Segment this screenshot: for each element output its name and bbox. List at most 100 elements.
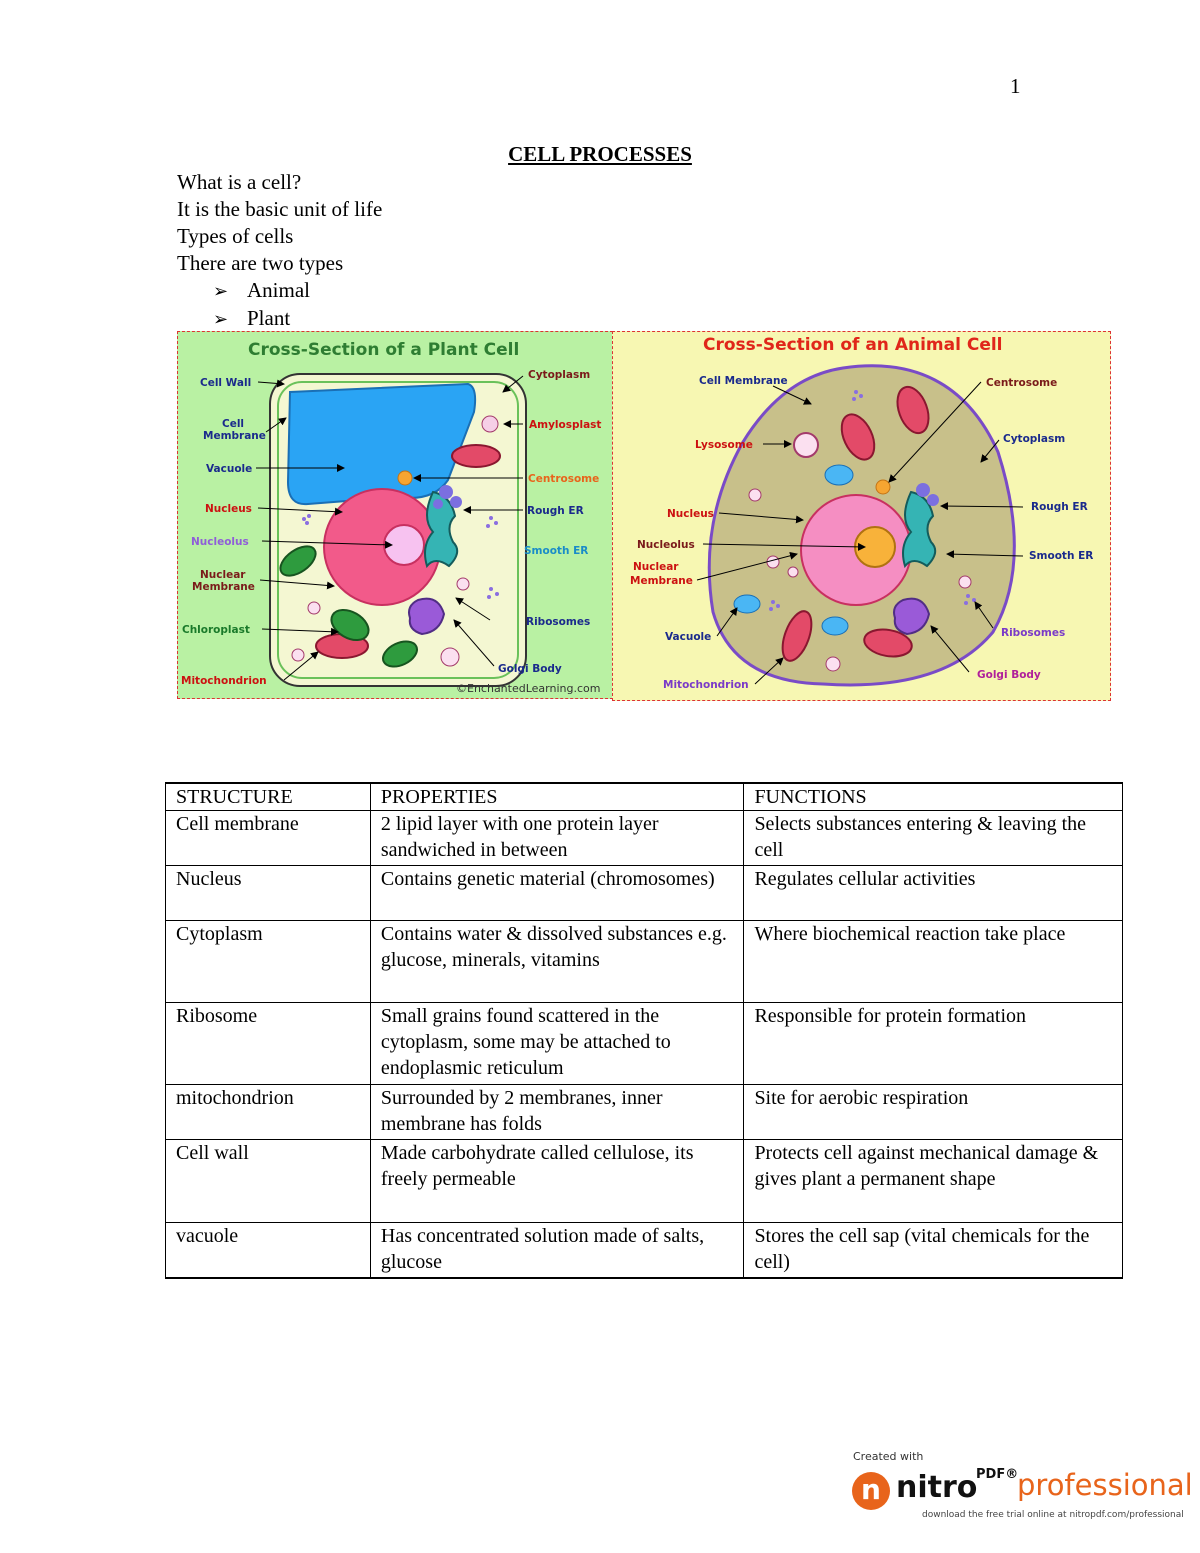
cell-properties: Contains water & dissolved substances e.… (369, 920, 745, 1003)
cell-properties: 2 lipid layer with one protein layer san… (369, 810, 745, 866)
header-properties: PROPERTIES (369, 782, 745, 811)
plant-centrosome (397, 470, 413, 486)
animal-label-nuclear: Nuclear (633, 561, 679, 573)
plant-label-chloroplast: Chloroplast (182, 624, 250, 636)
plant-leader-lines (256, 375, 524, 681)
plant-label-nuclear: Nuclear (200, 569, 246, 581)
animal-mitochondrion (781, 610, 813, 662)
animal-ribosomes (769, 390, 976, 611)
animal-rough-er (902, 490, 937, 569)
plant-credit: ©EnchantedLearning.com (456, 682, 600, 695)
cell-structure: Cell membrane (165, 810, 371, 866)
cell-properties: Contains genetic material (chromosomes) (369, 865, 745, 921)
types-intro: There are two types (177, 251, 344, 275)
plant-label-cytoplasm: Cytoplasm (528, 369, 590, 381)
plant-amyloplast (481, 415, 499, 433)
nitro-product: professional (1017, 1468, 1193, 1502)
plant-vesicle (440, 647, 460, 667)
header-structure: STRUCTURE (165, 782, 371, 811)
cell-functions: Where biochemical reaction take place (743, 920, 1123, 1003)
plant-vesicle (456, 577, 470, 591)
animal-golgi-body (893, 597, 931, 636)
animal-label-lysosome: Lysosome (695, 439, 753, 451)
page-number: 1 (1010, 74, 1021, 98)
animal-label-cell-membrane: Cell Membrane (699, 375, 788, 387)
plant-label-cell-wall: Cell Wall (200, 377, 251, 389)
cell-types-list: ➢Animal ➢Plant (177, 277, 382, 333)
animal-vesicle (958, 575, 972, 589)
animal-vacuole (824, 464, 854, 486)
animal-title: Cross-Section of an Animal Cell (703, 335, 1003, 355)
plant-label-nucleolus: Nucleolus (191, 536, 249, 548)
animal-label-centrosome: Centrosome (986, 377, 1057, 389)
page-title: CELL PROCESSES (508, 142, 692, 166)
table-row: mitochondrion Surrounded by 2 membranes,… (165, 1084, 1123, 1140)
cell-structure-table: STRUCTURE PROPERTIES FUNCTIONS Cell memb… (165, 782, 1123, 1279)
animal-vesicle (748, 488, 762, 502)
plant-label-centrosome: Centrosome (528, 473, 599, 485)
plant-rough-er (424, 490, 459, 569)
nitro-download-text[interactable]: download the free trial online at nitrop… (922, 1510, 1184, 1520)
plant-chloroplast (382, 640, 418, 668)
table-row: vacuole Has concentrated solution made o… (165, 1222, 1123, 1279)
animal-rough-er-granule (927, 494, 939, 506)
created-with-label: Created with (853, 1450, 924, 1463)
animal-label-nuclear-membrane: Membrane (630, 575, 693, 587)
plant-cell-illustration: Cross-Section of a Plant Cell (181, 340, 601, 695)
table-row: Ribosome Small grains found scattered in… (165, 1002, 1123, 1085)
cell-structure: vacuole (165, 1222, 371, 1279)
intro-section: What is a cell? It is the basic unit of … (177, 169, 382, 333)
cell-functions: Stores the cell sap (vital chemicals for… (743, 1222, 1123, 1279)
cell-structure: Nucleus (165, 865, 371, 921)
animal-label-nucleus: Nucleus (667, 508, 714, 520)
plant-label-rough-er: Rough ER (527, 505, 584, 517)
animal-label-nucleolus: Nucleolus (637, 539, 695, 551)
animal-vesicle (787, 566, 799, 578)
arrow-bullet-icon: ➢ (213, 281, 229, 302)
animal-mitochondrion (863, 628, 913, 658)
plant-chloroplast (279, 545, 317, 577)
plant-label-nuclear-membrane: Membrane (192, 581, 255, 593)
plant-golgi-body (408, 597, 446, 636)
plant-label-mitochondrion: Mitochondrion (181, 675, 267, 687)
plant-vesicle (291, 648, 305, 662)
cell-structure: Cell wall (165, 1139, 371, 1223)
nitro-logo-icon: n (852, 1472, 890, 1510)
types-heading: Types of cells (177, 224, 294, 248)
intro-answer: It is the basic unit of life (177, 197, 383, 221)
list-item: ➢Plant (213, 305, 382, 333)
animal-leader-lines (696, 381, 1024, 685)
intro-question: What is a cell? (177, 170, 302, 194)
plant-cell-membrane (277, 381, 519, 679)
plant-rough-er-granule (450, 496, 462, 508)
plant-chloroplast (330, 608, 370, 642)
header-functions: FUNCTIONS (743, 782, 1123, 811)
nitro-brand: nitro (896, 1470, 978, 1505)
animal-mitochondrion (840, 413, 876, 461)
cell-structure: Ribosome (165, 1002, 371, 1085)
plant-title: Cross-Section of a Plant Cell (248, 340, 519, 360)
animal-rough-er-granule (916, 483, 930, 497)
cell-structure: Cytoplasm (165, 920, 371, 1003)
table-row: Cell membrane 2 lipid layer with one pro… (165, 810, 1123, 866)
cell-functions: Responsible for protein formation (743, 1002, 1123, 1085)
plant-vesicle (307, 601, 321, 615)
animal-lysosome (793, 432, 819, 458)
animal-cell-illustration: Cross-Section of an Animal Cell (630, 335, 1093, 691)
nitro-pdf-mark: PDF® (976, 1467, 1019, 1482)
plant-label-nucleus: Nucleus (205, 503, 252, 515)
cell-properties: Small grains found scattered in the cyto… (369, 1002, 745, 1085)
cell-functions: Selects substances entering & leaving th… (743, 810, 1123, 866)
plant-rough-er-granule (439, 485, 453, 499)
plant-label-golgi-body: Golgi Body (498, 663, 562, 675)
nitro-pdf-badge: Created with n nitro PDF® professional d… (852, 1450, 1193, 1530)
animal-centrosome (875, 479, 891, 495)
plant-rough-er-granule (433, 499, 443, 509)
plant-label-cell: Cell (222, 418, 244, 430)
table-row: Cell wall Made carbohydrate called cellu… (165, 1139, 1123, 1223)
cell-properties: Made carbohydrate called cellulose, its … (369, 1139, 745, 1223)
plant-label-vacuole: Vacuole (206, 463, 252, 475)
plant-label-membrane: Membrane (203, 430, 266, 442)
list-item: ➢Animal (213, 277, 382, 305)
cell-functions: Site for aerobic respiration (743, 1084, 1123, 1140)
